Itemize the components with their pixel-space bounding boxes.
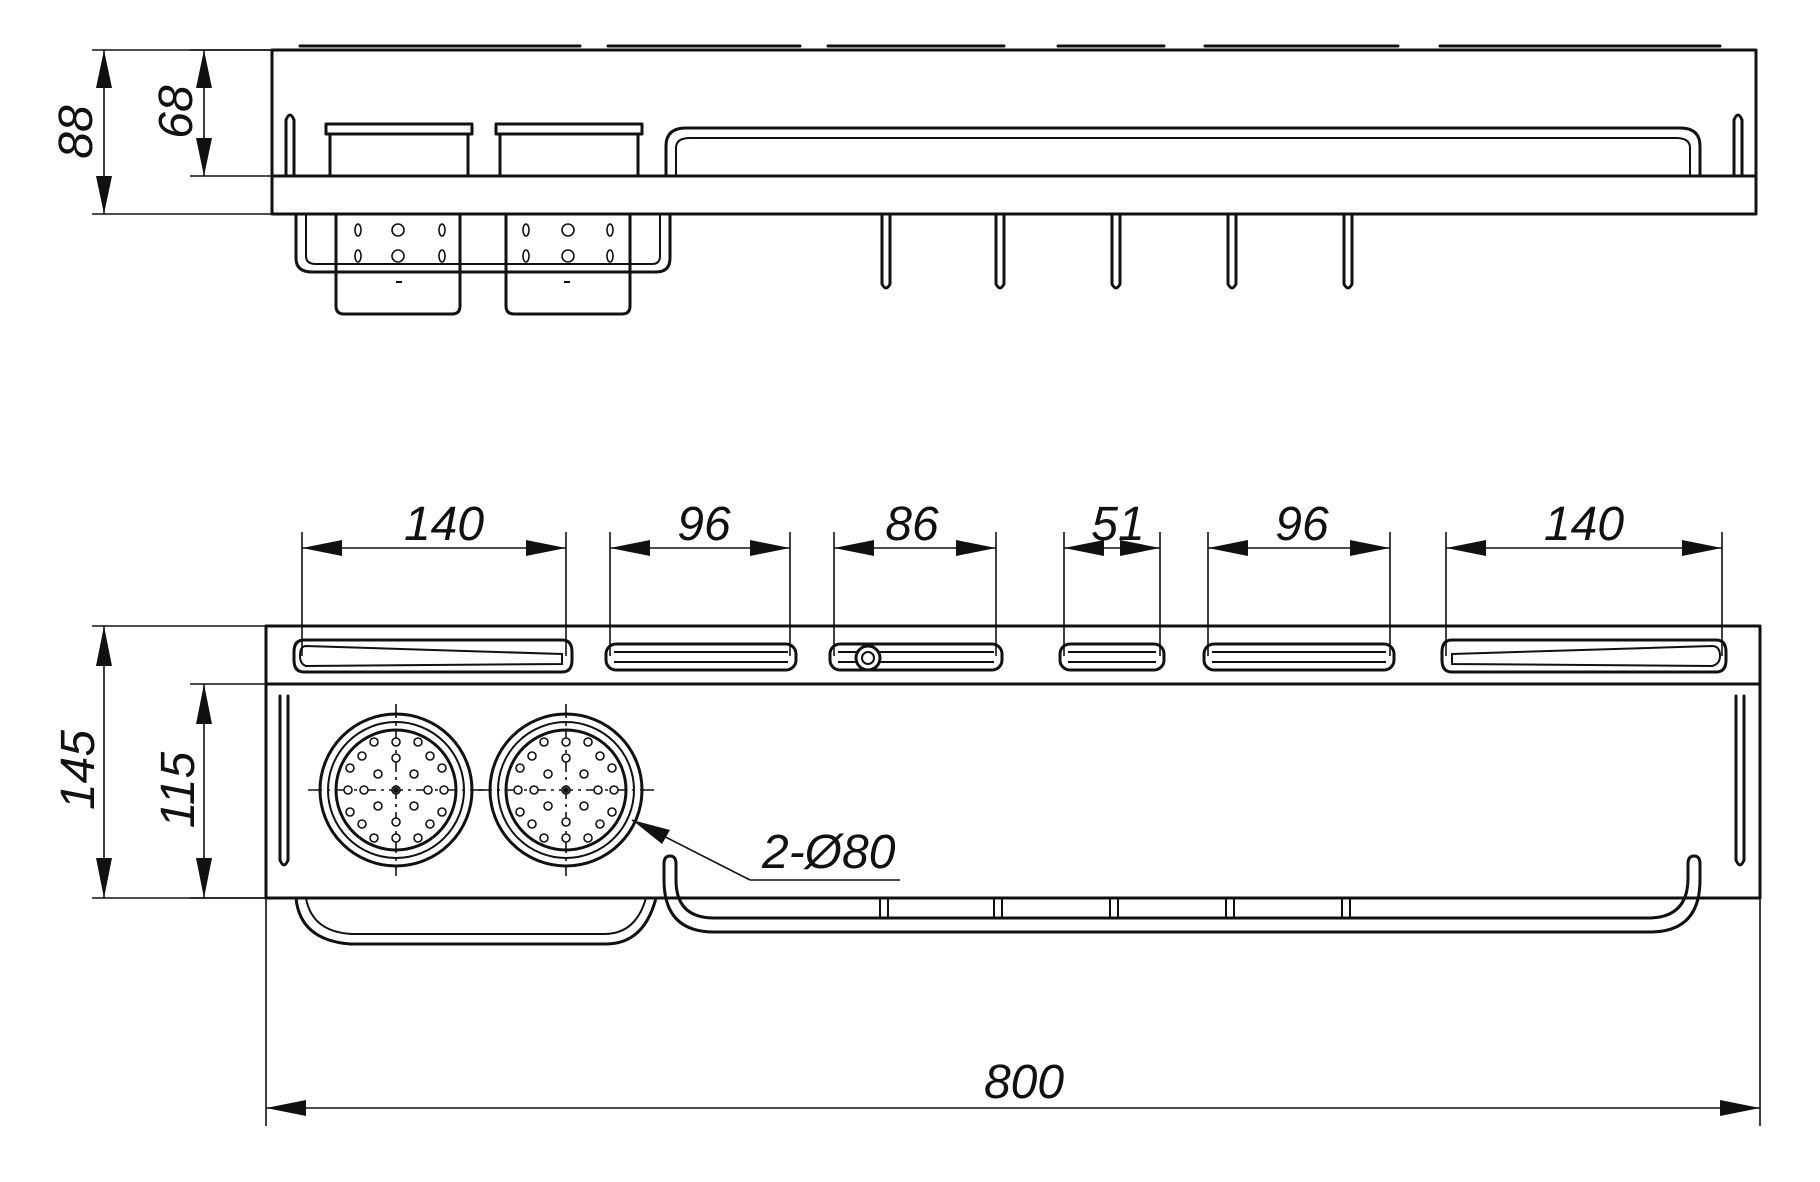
side-basket-frame bbox=[294, 212, 672, 274]
top-basket-frame bbox=[294, 896, 658, 946]
top-right-post bbox=[1734, 694, 1746, 867]
dim-115: 115 bbox=[152, 683, 266, 899]
strainer-cup-1-holes bbox=[343, 737, 449, 843]
dim-68-label: 68 bbox=[150, 85, 203, 139]
side-view: 88 68 bbox=[50, 44, 1758, 316]
dim-145: 145 bbox=[52, 625, 266, 899]
slot-3 bbox=[828, 642, 1004, 672]
dim-slot-4-label: 51 bbox=[1091, 498, 1144, 551]
dim-diameter-leader: 2-Ø80 bbox=[631, 819, 900, 881]
dim-slot-2-label: 96 bbox=[677, 498, 731, 551]
dim-slot-1-label: 140 bbox=[404, 498, 484, 551]
dim-800: 800 bbox=[265, 898, 1761, 1126]
dim-slot-4: 51 bbox=[1063, 498, 1161, 656]
dim-slot-3: 86 bbox=[833, 498, 997, 656]
top-rail-body bbox=[264, 624, 1762, 900]
side-rail-body bbox=[270, 48, 1758, 216]
side-towel-bar bbox=[664, 126, 1702, 178]
side-hooks bbox=[880, 212, 1354, 290]
dim-diameter-label: 2-Ø80 bbox=[761, 826, 896, 879]
strainer-cup-2-holes bbox=[513, 737, 619, 843]
dim-88: 88 bbox=[50, 49, 272, 215]
dim-slot-1: 140 bbox=[301, 498, 567, 656]
top-left-post bbox=[278, 694, 290, 867]
slot-4 bbox=[1058, 642, 1166, 672]
dim-slot-3-label: 86 bbox=[885, 498, 939, 551]
dim-slot-6-label: 140 bbox=[1544, 498, 1624, 551]
strainer-cup-2 bbox=[478, 704, 654, 876]
dim-68: 68 bbox=[150, 49, 272, 177]
dim-slot-5: 96 bbox=[1207, 498, 1391, 656]
side-cup-1 bbox=[324, 122, 474, 178]
dim-115-label: 115 bbox=[152, 751, 205, 828]
slot-6 bbox=[1440, 638, 1728, 674]
strainer-cup-1 bbox=[308, 704, 484, 876]
slot-5 bbox=[1202, 642, 1396, 672]
side-cup-body-1 bbox=[334, 212, 462, 316]
side-cup-2 bbox=[494, 122, 644, 178]
dim-slot-6: 140 bbox=[1445, 498, 1723, 656]
dim-slot-2: 96 bbox=[609, 498, 791, 656]
dim-slot-5-label: 96 bbox=[1275, 498, 1329, 551]
side-left-post bbox=[284, 113, 296, 178]
dim-800-label: 800 bbox=[984, 1056, 1064, 1109]
dim-145-label: 145 bbox=[52, 730, 105, 810]
top-towel-bar bbox=[662, 854, 1702, 934]
side-cup-body-2 bbox=[504, 212, 632, 316]
side-right-post bbox=[1732, 113, 1744, 178]
dim-88-label: 88 bbox=[50, 105, 103, 159]
slot-2 bbox=[604, 642, 798, 672]
slot-1 bbox=[292, 638, 574, 674]
top-view: 140 96 86 51 bbox=[52, 498, 1762, 1126]
